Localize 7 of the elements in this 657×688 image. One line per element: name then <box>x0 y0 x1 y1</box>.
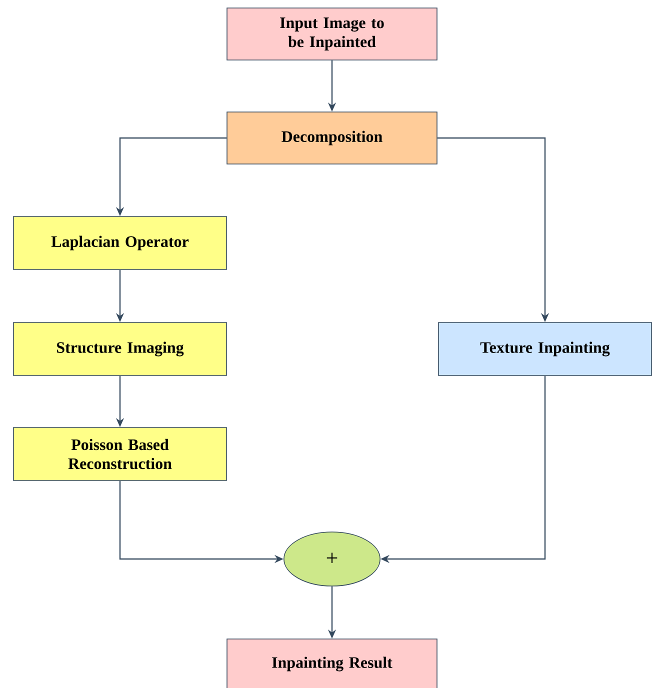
process-box: Decomposition <box>226 112 438 164</box>
process-box: Structure Imaging <box>13 322 227 376</box>
process-box: Laplacian Operator <box>13 216 227 270</box>
process-box: Poisson Based Reconstruction <box>13 427 227 481</box>
process-box: Inpainting Result <box>226 638 438 688</box>
process-box: Texture Inpainting <box>438 322 652 376</box>
process-box: Input Image to be Inpainted <box>226 8 438 60</box>
